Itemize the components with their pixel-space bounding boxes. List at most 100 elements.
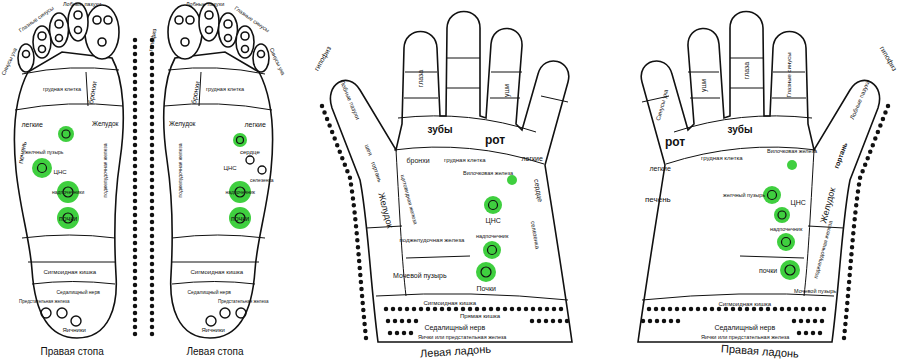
- zone-label: Прямая кишка: [460, 313, 500, 319]
- zone-label: Глазные синусы: [786, 53, 792, 98]
- zone-label: бронхи: [87, 80, 98, 104]
- zone-label: желчный пузырь: [25, 150, 63, 155]
- reflex-point: [774, 207, 790, 223]
- zone-label: Синусы уха: [268, 47, 285, 76]
- zone-label: бронхи: [407, 157, 430, 164]
- zone-label: Лобные пазухи: [63, 2, 101, 8]
- zone-label: гипофиз: [147, 28, 157, 52]
- zone-label: Почки: [477, 285, 496, 292]
- zone-label: печень: [645, 196, 671, 204]
- zone-label: Мочевой пузырь: [393, 272, 447, 279]
- zone-label: Вилочковая железа: [767, 149, 817, 155]
- zone-label: Сигмоидная кишка: [44, 269, 97, 275]
- zone-label: Желудок: [169, 121, 195, 128]
- zone-label: Глазные синусы: [233, 6, 270, 34]
- zone-label: бронхи: [190, 80, 201, 104]
- zone-label: грудная клетка: [43, 87, 81, 93]
- zone-label: ЦНС: [791, 199, 806, 206]
- zone-label: Яички или предстательная железа: [418, 335, 506, 341]
- zone-label: грудная клетка: [206, 87, 244, 93]
- zone-label: поджелудочная железа: [813, 220, 834, 279]
- reflex-point: [507, 175, 517, 185]
- zone-label: уши: [700, 78, 707, 91]
- zone-label: Седалищный нерв: [425, 324, 486, 331]
- outline-shape: [322, 12, 572, 343]
- figure-caption: Левая стопа: [187, 347, 244, 357]
- zone-label: Предстательная железа: [218, 300, 268, 305]
- zone-label: поджелудочная железа: [178, 143, 183, 197]
- zone-label: поджелудочная железа: [400, 237, 465, 243]
- zone-label: почки: [59, 215, 77, 222]
- zone-label: Седалищный нерв: [57, 290, 100, 295]
- reflex-point: [780, 260, 800, 280]
- reflex-point: [233, 133, 247, 147]
- zone-label: сердце: [240, 149, 260, 155]
- reflex-point: [229, 207, 251, 229]
- figure-caption: Правая стопа: [41, 347, 104, 357]
- zone-label: грудная клетка: [701, 155, 743, 161]
- reflex-point: [763, 186, 781, 204]
- zone-label: Яичники: [63, 327, 86, 333]
- zone-label: ЦНС: [224, 165, 237, 171]
- zone-label: легкие: [522, 155, 543, 162]
- zone-label: Сигмоидная кишка: [424, 300, 477, 306]
- zone-label: рот: [485, 134, 505, 146]
- outline-shape: [638, 12, 888, 343]
- palm-figure: [310, 0, 610, 361]
- zone-label: Лобные пазухи: [849, 80, 871, 121]
- reflex-point: [488, 246, 497, 255]
- zone-label: гортань: [832, 141, 848, 169]
- zone-label: Синусы уха: [1, 47, 18, 76]
- zone-label: гортань: [370, 161, 383, 183]
- zone-label: желчный пузырь: [723, 193, 765, 199]
- zone-label: Седалищный нерв: [188, 290, 231, 295]
- reflex-point: [481, 267, 491, 277]
- zone-label: надпочечник: [770, 227, 802, 233]
- reflex-point: [778, 211, 786, 219]
- zone-label: легкие: [650, 165, 671, 172]
- zone-label: легкие: [245, 121, 266, 128]
- reflex-point: [246, 156, 254, 164]
- zone-label: Желудок: [92, 121, 118, 128]
- reflex-point: [484, 196, 502, 214]
- reflex-point: [57, 207, 79, 229]
- foot-figure: [2, 0, 142, 361]
- reflex-point: [62, 130, 70, 138]
- reflex-point: [489, 201, 498, 210]
- zone-label: шея: [363, 144, 373, 157]
- zone-label: почки: [759, 267, 777, 274]
- zone-label: зубы: [428, 125, 453, 135]
- zone-label: гипофиз: [312, 45, 332, 72]
- zone-label: Желудок: [819, 186, 837, 224]
- reflex-point: [787, 160, 797, 170]
- reflex-point: [237, 137, 244, 144]
- zone-label: Лобные пазухи: [186, 2, 224, 8]
- reflex-point: [785, 265, 795, 275]
- zone-label: зубы: [728, 125, 753, 135]
- reflex-point: [32, 158, 52, 178]
- zone-label: Лобные пазухи: [339, 80, 361, 121]
- body-figure: Левая ладонь: [310, 0, 610, 361]
- figure-caption: Правая ладонь: [721, 343, 799, 359]
- zone-label: уши: [503, 83, 510, 96]
- zone-label: ЦНС: [486, 217, 501, 224]
- reflex-point: [483, 241, 501, 259]
- zone-label: легкие: [22, 121, 43, 128]
- zone-label: Глазные синусы: [18, 6, 55, 34]
- reflex-point: [258, 166, 266, 174]
- zone-label: Сигмоидная кишка: [191, 269, 244, 275]
- zone-label: Мочевой пузырь: [794, 289, 836, 295]
- reflex-point: [768, 191, 777, 200]
- zone-label: сердце: [533, 178, 544, 202]
- zone-label: глаза: [743, 61, 750, 78]
- zone-label: глаза: [417, 69, 424, 86]
- reflex-point: [476, 262, 496, 282]
- zone-label: Яички или предстательная железа: [701, 335, 789, 341]
- outline-shape: [152, 3, 273, 338]
- reflex-point: [782, 238, 791, 247]
- zone-label: надпочечник: [226, 190, 255, 195]
- zone-label: Сигмоидная кишка: [719, 301, 772, 307]
- figure-caption: Левая ладонь: [419, 343, 491, 359]
- outline-shape: [15, 3, 136, 338]
